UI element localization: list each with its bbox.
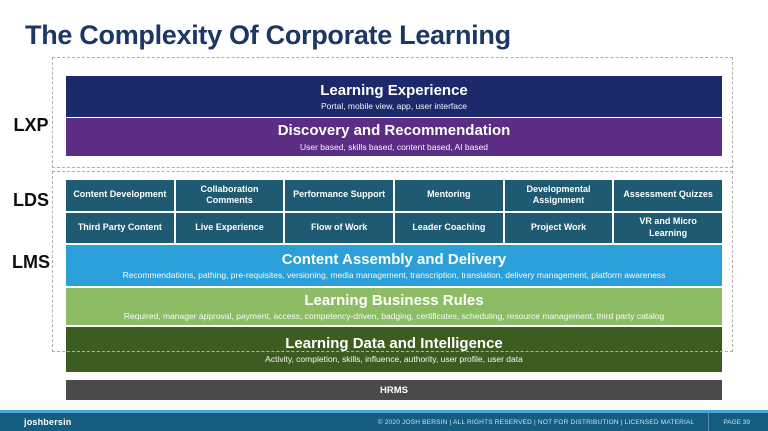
lds-cell-performance-support: Performance Support [285, 180, 393, 211]
layer-discovery-recommendation-title: Discovery and Recommendation [277, 122, 511, 140]
label-lms: LMS [12, 252, 50, 272]
footer-bar: joshbersin © 2020 JOSH BERSIN | ALL RIGH… [0, 413, 768, 431]
footer: joshbersin © 2020 JOSH BERSIN | ALL RIGH… [0, 410, 768, 431]
lds-cell-live-experience: Live Experience [175, 212, 284, 243]
layer-learning-experience-title: Learning Experience [320, 81, 468, 99]
lds-cell-collaboration-comments: Collaboration Comments [175, 180, 284, 211]
layer-data-intelligence-title: Learning Data and Intelligence [285, 334, 503, 352]
brand-logo: joshbersin [24, 417, 72, 427]
layer-learning-business-rules: Learning Business Rules Required, manage… [66, 288, 722, 325]
label-lds: LDS [13, 190, 49, 210]
label-lxp: LXP [13, 115, 49, 135]
layer-discovery-recommendation: Discovery and Recommendation User based,… [66, 118, 722, 156]
hrms-bar: HRMS [66, 380, 722, 400]
layer-content-assembly-delivery: Content Assembly and Delivery Recommenda… [66, 245, 722, 286]
layer-learning-experience-subtitle: Portal, mobile view, app, user interface [321, 101, 467, 112]
lds-cell-content-development: Content Development [66, 180, 174, 211]
lds-cell-flow-of-work: Flow of Work [285, 212, 393, 243]
layer-content-assembly-subtitle: Recommendations, pathing, pre-requisites… [122, 270, 666, 281]
page-title: The Complexity Of Corporate Learning [25, 20, 511, 50]
lds-cell-assessment-quizzes: Assessment Quizzes [614, 180, 722, 211]
layer-business-rules-subtitle: Required, manager approval, payment, acc… [123, 311, 665, 322]
layer-discovery-recommendation-subtitle: User based, skills based, content based,… [299, 141, 489, 152]
lds-cell-third-party-content: Third Party Content [66, 212, 174, 243]
layer-data-intelligence-subtitle: Activity, completion, skills, influence,… [265, 354, 523, 365]
lds-cell-mentoring: Mentoring [394, 180, 503, 211]
footer-right: © 2020 JOSH BERSIN | ALL RIGHTS RESERVED… [378, 413, 768, 431]
layer-learning-data-intelligence: Learning Data and Intelligence Activity,… [66, 327, 722, 372]
layer-content-assembly-title: Content Assembly and Delivery [281, 250, 507, 268]
layer-learning-experience: Learning Experience Portal, mobile view,… [66, 76, 722, 117]
lds-cell-project-work: Project Work [504, 212, 613, 243]
footer-accent-stripe [0, 410, 768, 413]
lds-cell-developmental-assignment: Developmental Assignment [504, 180, 613, 211]
layer-business-rules-title: Learning Business Rules [304, 291, 484, 309]
lds-grid: Content Development Collaboration Commen… [66, 180, 722, 243]
lds-cell-vr-micro-learning: VR and Micro Learning [614, 212, 722, 243]
page-number: PAGE 39 [708, 413, 768, 431]
copyright-text: © 2020 JOSH BERSIN | ALL RIGHTS RESERVED… [377, 418, 695, 426]
lds-cell-leader-coaching: Leader Coaching [394, 212, 503, 243]
